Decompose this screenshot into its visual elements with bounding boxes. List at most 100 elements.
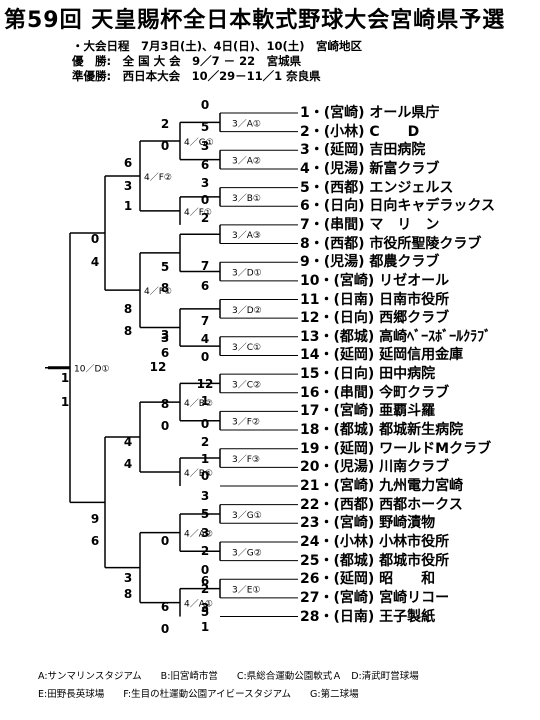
score: 3 xyxy=(124,179,132,193)
score: 5 xyxy=(201,507,209,521)
team-entry: 19・(延岡) ワールドMクラブ xyxy=(300,440,492,457)
score: 2 xyxy=(201,544,209,558)
score: 1 xyxy=(201,620,209,634)
team-entry: 25・(都城) 都城市役所 xyxy=(300,552,450,569)
score: 1 xyxy=(201,452,209,466)
score: 6 xyxy=(161,600,169,614)
score: 4 xyxy=(201,332,209,346)
score: 6 xyxy=(201,158,209,172)
score: 8 xyxy=(124,324,132,338)
score: 6 xyxy=(201,279,209,293)
score: 3 xyxy=(201,176,209,190)
score: 2 xyxy=(201,582,209,596)
score: 0 xyxy=(201,98,209,112)
match-label: 4／F① xyxy=(184,207,212,218)
team-entry: 28・(日南) 王子製紙 xyxy=(300,608,436,625)
score: 6 xyxy=(161,346,169,360)
score: 3 xyxy=(201,526,209,540)
venue-legend-line-1: A:サンマリンスタジアム B:旧宮崎市営 C:県総合運動公園軟式Ａ D:清武町営… xyxy=(38,671,419,682)
score: 4 xyxy=(124,435,132,449)
score: 0 xyxy=(201,417,209,431)
team-entry: 5・(西都) エンジェルス xyxy=(300,179,454,196)
team-entry: 12・(日向) 西郷クラブ xyxy=(300,310,450,327)
score: 8 xyxy=(161,281,169,295)
team-entry: 16・(串間) 今町クラブ xyxy=(300,384,450,401)
team-entry: 21・(宮崎) 九州電力宮崎 xyxy=(300,478,464,494)
score: 0 xyxy=(201,350,209,364)
score: 0 xyxy=(201,193,209,207)
score: 2 xyxy=(161,117,169,131)
team-entry: 7・(串間) マ リ ン xyxy=(300,216,440,233)
team-entry: 13・(都城) 高崎ﾍﾞｰｽﾎﾞｰﾙｸﾗﾌﾞ xyxy=(300,328,492,345)
team-entry: 22・(西都) 西都ホークス xyxy=(300,496,463,513)
score: 0 xyxy=(161,622,169,636)
match-label: 3／A③ xyxy=(232,230,261,241)
match-label: 3／C① xyxy=(232,342,261,353)
match-label: 4／A① xyxy=(184,599,213,610)
match-label: 3／C② xyxy=(232,379,261,390)
page-title: 第59回 天皇賜杯全日本軟式野球大会宮崎県予選 xyxy=(4,8,506,33)
score: 3 xyxy=(201,139,209,153)
team-entry: 27・(宮崎) 宮崎リコー xyxy=(300,589,450,606)
score: 6 xyxy=(91,534,99,548)
score: 6 xyxy=(201,574,209,588)
team-entry: 8・(西都) 市役所聖陵クラブ xyxy=(300,235,482,252)
match-label: 3／G② xyxy=(232,547,262,558)
winner-line: 優 勝: 全 国 大 会 9／7 － 22 宮城県 xyxy=(72,54,302,68)
score: 0 xyxy=(161,534,169,548)
team-entry: 6・(日向) 日向キャデラックス xyxy=(300,198,495,215)
score: 9 xyxy=(91,512,99,526)
score: 4 xyxy=(124,457,132,471)
score: 7 xyxy=(201,314,209,328)
schedule-line: ・大会日程 7月3日(土)、4日(日)、10(土) 宮崎地区 xyxy=(72,39,363,53)
match-label: 3／D② xyxy=(232,305,262,316)
match-label: 3／F② xyxy=(232,417,260,428)
match-label: 3／A① xyxy=(232,118,261,129)
venue-legend-line-2: E:田野長英球場 F:生目の杜運動公園アイビースタジアム G:第二球場 xyxy=(38,689,359,700)
score: 3 xyxy=(201,489,209,503)
match-label: 4／F① xyxy=(144,286,172,297)
score: 4 xyxy=(91,255,99,269)
match-label: 10／D① xyxy=(74,364,109,375)
score: 1 xyxy=(61,395,69,409)
match-label: 4／B② xyxy=(184,398,213,409)
team-entry: 14・(延岡) 延岡信用金庫 xyxy=(300,347,464,364)
runner-up-line: 準優勝: 西日本大会 10／29－11／1 奈良県 xyxy=(72,69,321,83)
team-entry: 17・(宮崎) 亜覇斗羅 xyxy=(300,403,436,420)
match-label: 3／G① xyxy=(232,510,262,521)
score: 8 xyxy=(124,302,132,316)
team-entry: 2・(小林) C D xyxy=(300,123,420,140)
score: 8 xyxy=(161,397,169,411)
score: 12 xyxy=(150,360,167,374)
team-entry: 18・(都城) 都城新生病院 xyxy=(300,422,464,439)
team-entry: 10・(宮崎) リゼオール xyxy=(300,272,450,289)
score: 12 xyxy=(197,377,214,391)
score: 6 xyxy=(124,156,132,170)
score: 0 xyxy=(161,139,169,153)
team-entry: 3・(延岡) 吉田病院 xyxy=(300,142,426,159)
team-entry: 20・(児湯) 川南クラブ xyxy=(300,459,450,476)
team-entry: 9・(児湯) 都農クラブ xyxy=(300,254,440,271)
team-entry: 26・(延岡) 昭 和 xyxy=(300,571,436,588)
score: 5 xyxy=(201,605,209,619)
match-label: 3／B① xyxy=(232,193,261,204)
match-label: 4／A② xyxy=(184,529,213,540)
score: 0 xyxy=(201,563,209,577)
score: 3 xyxy=(161,331,169,345)
team-entry: 11・(日南) 日南市役所 xyxy=(300,291,450,308)
score: 3 xyxy=(161,328,169,342)
score: 2 xyxy=(201,435,209,449)
score: 3 xyxy=(124,571,132,585)
match-label: 3／E① xyxy=(232,585,260,596)
score: 3 xyxy=(201,601,209,615)
score: 1 xyxy=(124,199,132,213)
team-entry: 23・(宮崎) 野崎漬物 xyxy=(300,515,436,532)
score: 0 xyxy=(161,419,169,433)
score: 2 xyxy=(201,211,209,225)
team-entry: 15・(日向) 田中病院 xyxy=(300,366,436,383)
score: 1 xyxy=(61,371,69,385)
team-entry: 1・(宮崎) オール県庁 xyxy=(300,105,440,121)
team-entry: 4・(児湯) 新富クラブ xyxy=(300,160,440,177)
match-label: 3／D① xyxy=(232,268,262,279)
